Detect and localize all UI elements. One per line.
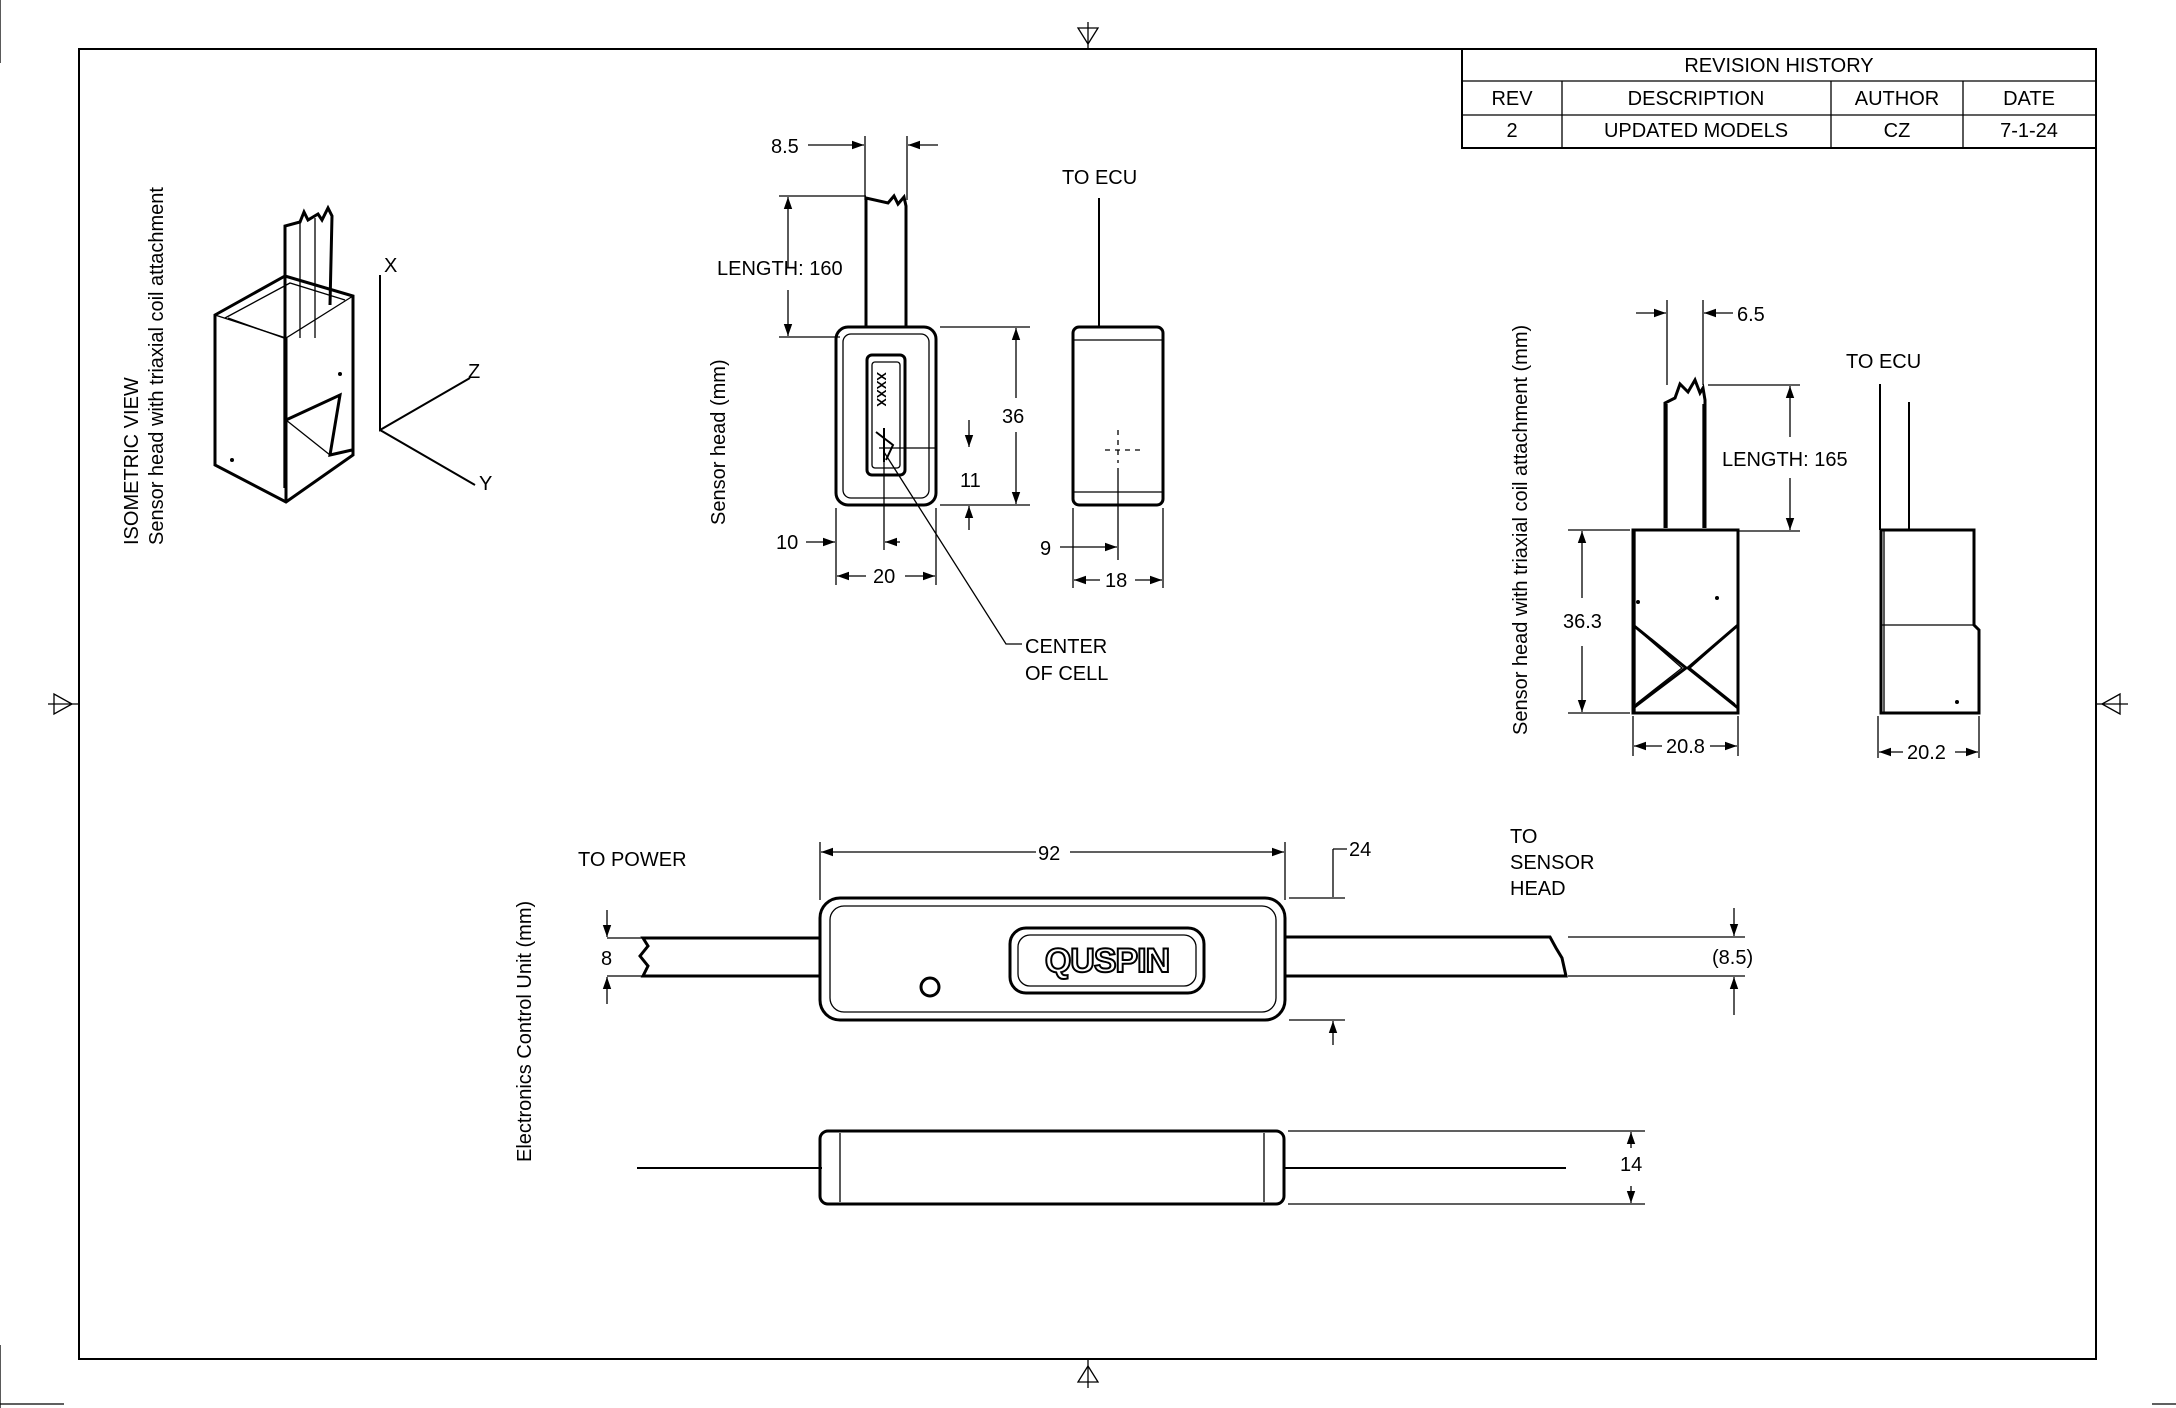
revision-table: REVISION HISTORY REV DESCRIPTION AUTHOR … [1461,48,2097,149]
header-rev: REV [1491,88,1533,110]
header-date: DATE [2003,88,2055,110]
dim-triaxial-height: 36.3 [1563,611,1602,633]
isometric-view: ISOMETRIC VIEW Sensor head with triaxial… [121,187,492,545]
dim-head-width: 20 [873,566,895,588]
to-sensor-label-2: SENSOR [1510,852,1594,874]
sensor-head-view: Sensor head (mm) 8.5 LENGTH: 160 XXXX 36 [708,136,1165,685]
dim-cell-height: 11 [960,470,981,492]
dim-depth: 18 [1105,570,1127,592]
ecu-label: Electronics Control Unit (mm) [514,901,536,1162]
dim-triaxial-depth: 20.2 [1907,742,1946,764]
triaxial-view: Sensor head with triaxial coil attachmen… [1510,300,1981,764]
axis-x-label: X [384,255,397,277]
dim-head-height: 36 [1002,406,1024,428]
dim-triaxial-cable-width: 6.5 [1737,304,1765,326]
ecu-side-view: 14 [637,1129,1645,1206]
dim-cable-width: 8.5 [771,136,799,158]
chip-label: XXXX [874,372,889,407]
triaxial-to-ecu: TO ECU [1846,351,1921,373]
dim-cell-offset: 10 [776,532,798,554]
isometric-label: ISOMETRIC VIEW [121,377,143,545]
dim-ecu-height: 24 [1349,839,1371,861]
center-of-cell-label-1: CENTER [1025,636,1107,658]
axis-z-label: Z [468,361,480,383]
dim-depth-offset: 9 [1040,538,1051,560]
dim-ecu-cable-right: (8.5) [1712,947,1753,969]
to-ecu-label: TO ECU [1062,167,1137,189]
registration-marks [48,22,2128,1388]
sensor-head-label: Sensor head (mm) [708,359,730,525]
axis-y-label: Y [479,473,492,495]
center-of-cell-label-2: OF CELL [1025,663,1108,685]
triaxial-label: Sensor head with triaxial coil attachmen… [1510,325,1532,735]
quspin-logo: QUSPIN [1045,942,1169,980]
dim-ecu-cable-left: 8 [601,948,612,970]
isometric-sublabel: Sensor head with triaxial coil attachmen… [146,187,168,545]
dim-triaxial-length: LENGTH: 165 [1722,449,1848,471]
dim-ecu-thickness: 14 [1620,1154,1642,1176]
header-author: AUTHOR [1855,88,1939,110]
revision-title: REVISION HISTORY [1684,55,1873,77]
ecu-view: Electronics Control Unit (mm) TO POWER T… [514,826,1753,1162]
header-description: DESCRIPTION [1628,88,1765,110]
cell-date: 7-1-24 [2000,120,2058,142]
dim-cable-length: LENGTH: 160 [717,258,843,280]
to-sensor-label-1: TO [1510,826,1537,848]
dim-ecu-length: 92 [1038,843,1060,865]
dim-triaxial-width: 20.8 [1666,736,1705,758]
cell-author: CZ [1884,120,1911,142]
cell-rev: 2 [1506,120,1517,142]
cell-description: UPDATED MODELS [1604,120,1788,142]
to-sensor-label-3: HEAD [1510,878,1566,900]
to-power-label: TO POWER [578,849,687,871]
